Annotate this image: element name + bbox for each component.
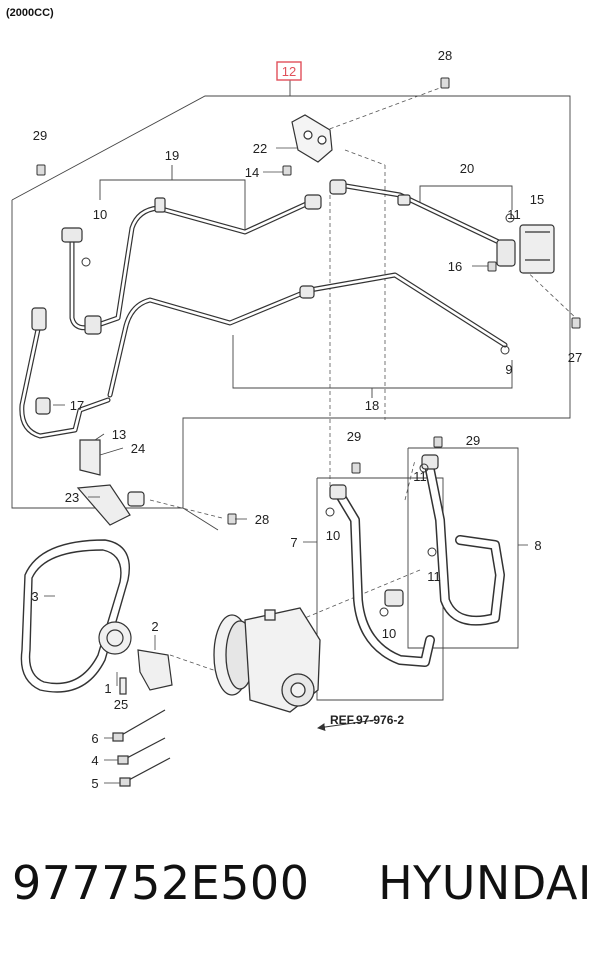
callout-11-bottom: 11: [427, 569, 441, 584]
callout-28-bottom: 28: [255, 512, 269, 527]
callout-22: 22: [253, 141, 267, 156]
mounting-bracket: [291, 114, 333, 163]
callout-24: 24: [131, 441, 145, 456]
callout-leaders: [44, 147, 528, 784]
idler-pulley: [98, 621, 173, 695]
part-caption: 977752E500 HYUNDAI: [12, 848, 592, 918]
callout-7: 7: [290, 535, 297, 550]
callout-29-left: 29: [33, 128, 47, 143]
ac-compressor: [213, 607, 321, 713]
hoses-7-8-inner: [336, 466, 504, 666]
engine-variant-label: (2000CC): [6, 7, 54, 19]
callout-5: 5: [91, 776, 98, 791]
callout-10-mid: 10: [326, 528, 340, 543]
callout-15: 15: [530, 192, 544, 207]
bolts: [36, 77, 581, 525]
callout-11-top: 11: [507, 207, 521, 222]
callout-28-top: 28: [438, 48, 452, 63]
callout-25: 25: [114, 697, 128, 712]
callout-10-left: 10: [93, 207, 107, 222]
frame-lines: [11, 80, 571, 701]
callout-11-mid: 11: [413, 469, 427, 484]
callout-14: 14: [245, 165, 259, 180]
callout-13: 13: [112, 427, 126, 442]
reference-label: REF.97-976-2: [330, 713, 404, 727]
callout-19: 19: [165, 148, 179, 163]
callout-4: 4: [91, 753, 98, 768]
drive-belt: [20, 539, 130, 693]
callout-17: 17: [70, 398, 84, 413]
callout-9: 9: [505, 362, 512, 377]
highlight-box: [276, 61, 302, 81]
callout-2: 2: [151, 619, 158, 634]
callout-16: 16: [448, 259, 462, 274]
receiver-dryer: [519, 224, 555, 274]
o-rings: [81, 213, 515, 617]
callout-labels: 28 29 19 22 14 20 10 15 11 16 27 9 18 17…: [31, 48, 582, 791]
reference-arrow: [317, 719, 376, 731]
callout-27: 27: [568, 350, 582, 365]
callout-8: 8: [534, 538, 541, 553]
callout-12: 12: [282, 64, 296, 79]
callout-10-bottom: 10: [382, 626, 396, 641]
callout-3: 3: [31, 589, 38, 604]
clamps: [76, 439, 145, 526]
callout-20: 20: [460, 161, 474, 176]
brand-name: HYUNDAI: [378, 856, 592, 910]
callout-6: 6: [91, 731, 98, 746]
callout-29-right: 29: [466, 433, 480, 448]
ac-pipes-inner: [20, 183, 507, 438]
callout-18: 18: [365, 398, 379, 413]
callout-29-mid: 29: [347, 429, 361, 444]
fittings: [31, 179, 516, 607]
compressor-bolts: [112, 709, 171, 787]
callout-23: 23: [65, 490, 79, 505]
callout-1: 1: [104, 681, 111, 696]
part-number: 977752E500: [12, 856, 310, 910]
